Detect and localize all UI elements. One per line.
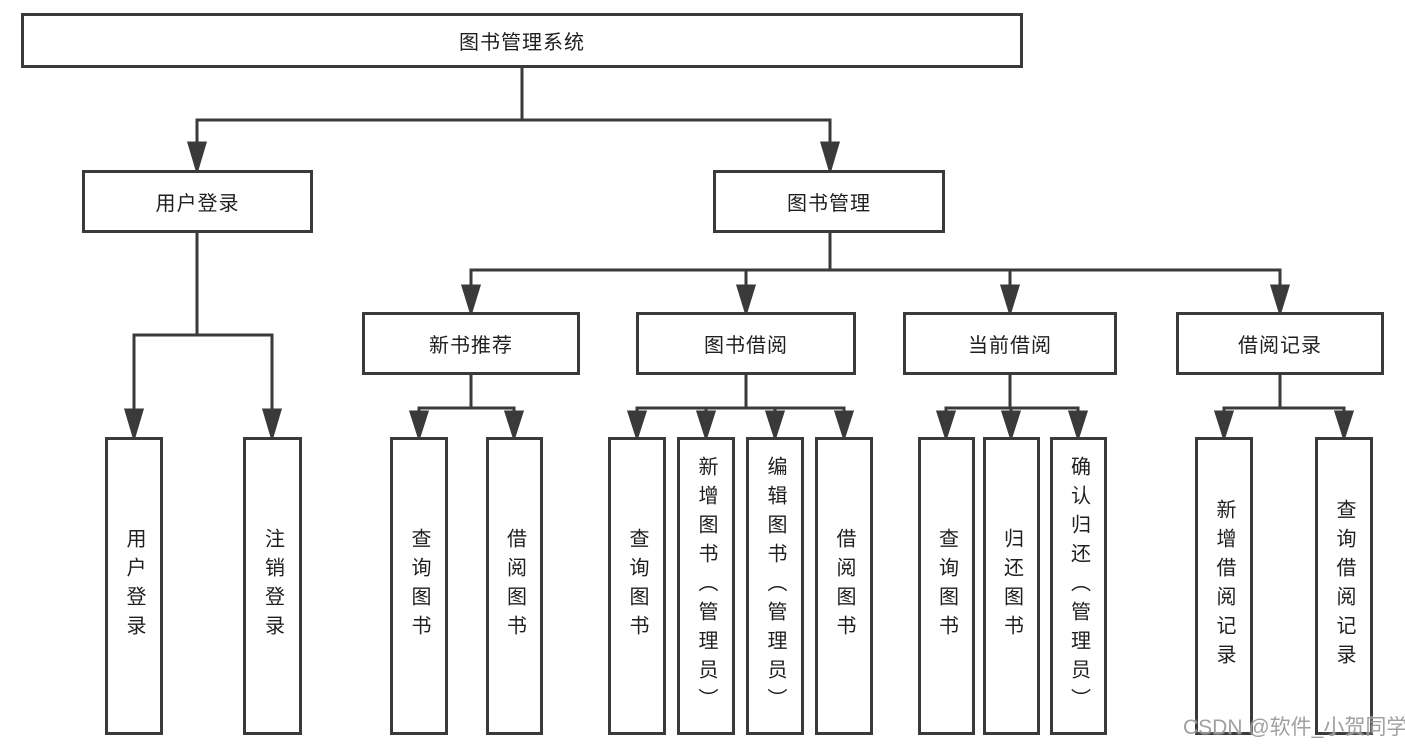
csdn-watermark: CSDN @软件_小贺同学 xyxy=(1183,716,1405,739)
leaf-add-book-admin: 新增图书（管理员） xyxy=(677,437,735,735)
leaf-label: 确认归还（管理员） xyxy=(1067,455,1090,717)
node-label: 当前借阅 xyxy=(968,335,1052,357)
node-new-book-recommend: 新书推荐 xyxy=(362,312,580,375)
leaf-query-book-3: 查询图书 xyxy=(918,437,975,735)
connector-root-to-level2 xyxy=(186,68,841,176)
node-borrow-records: 借阅记录 xyxy=(1176,312,1384,375)
leaf-label: 查询图书 xyxy=(408,528,430,644)
leaf-label: 注销登录 xyxy=(261,528,284,644)
node-user-login: 用户登录 xyxy=(82,170,313,233)
node-book-borrow: 图书借阅 xyxy=(636,312,856,375)
node-library-system: 图书管理系统 xyxy=(21,13,1023,68)
leaf-borrow-book-2: 借阅图书 xyxy=(815,437,873,735)
connector-current-borrow-children xyxy=(935,375,1089,442)
node-label: 用户登录 xyxy=(155,193,240,215)
leaf-label: 查询图书 xyxy=(626,528,648,644)
node-book-management: 图书管理 xyxy=(713,170,945,233)
leaf-query-book-2: 查询图书 xyxy=(608,437,666,735)
connector-user-login-children xyxy=(123,233,283,443)
leaf-label: 借阅图书 xyxy=(503,528,526,644)
leaf-confirm-return-admin: 确认归还（管理员） xyxy=(1050,437,1107,735)
leaf-label: 编辑图书（管理员） xyxy=(764,455,786,717)
node-label: 图书借阅 xyxy=(704,335,788,357)
connector-borrow-record-children xyxy=(1213,375,1355,442)
leaf-return-book: 归还图书 xyxy=(983,437,1040,735)
leaf-user-login: 用户登录 xyxy=(105,437,163,735)
leaf-label: 新增图书（管理员） xyxy=(695,455,717,717)
node-label: 图书管理 xyxy=(787,193,871,215)
leaf-edit-book-admin: 编辑图书（管理员） xyxy=(746,437,804,735)
connector-book-mgmt-children xyxy=(460,233,1291,318)
leaf-label: 归还图书 xyxy=(1000,528,1023,644)
leaf-logout: 注销登录 xyxy=(243,437,302,735)
node-label: 借阅记录 xyxy=(1238,335,1322,357)
leaf-query-book-1: 查询图书 xyxy=(390,437,448,735)
leaf-label: 新增借阅记录 xyxy=(1213,499,1235,673)
leaf-borrow-book-1: 借阅图书 xyxy=(486,437,543,735)
leaf-add-borrow-record: 新增借阅记录 xyxy=(1195,437,1253,735)
node-current-borrow: 当前借阅 xyxy=(903,312,1117,375)
node-label: 新书推荐 xyxy=(429,335,513,357)
leaf-label: 用户登录 xyxy=(123,528,145,644)
leaf-query-borrow-record: 查询借阅记录 xyxy=(1315,437,1373,735)
connector-new-book-children xyxy=(408,375,525,442)
leaf-label: 查询借阅记录 xyxy=(1333,499,1355,673)
leaf-label: 借阅图书 xyxy=(833,528,855,644)
node-label: 图书管理系统 xyxy=(459,32,585,54)
connector-book-borrow-children xyxy=(626,375,855,442)
leaf-label: 查询图书 xyxy=(935,528,958,644)
